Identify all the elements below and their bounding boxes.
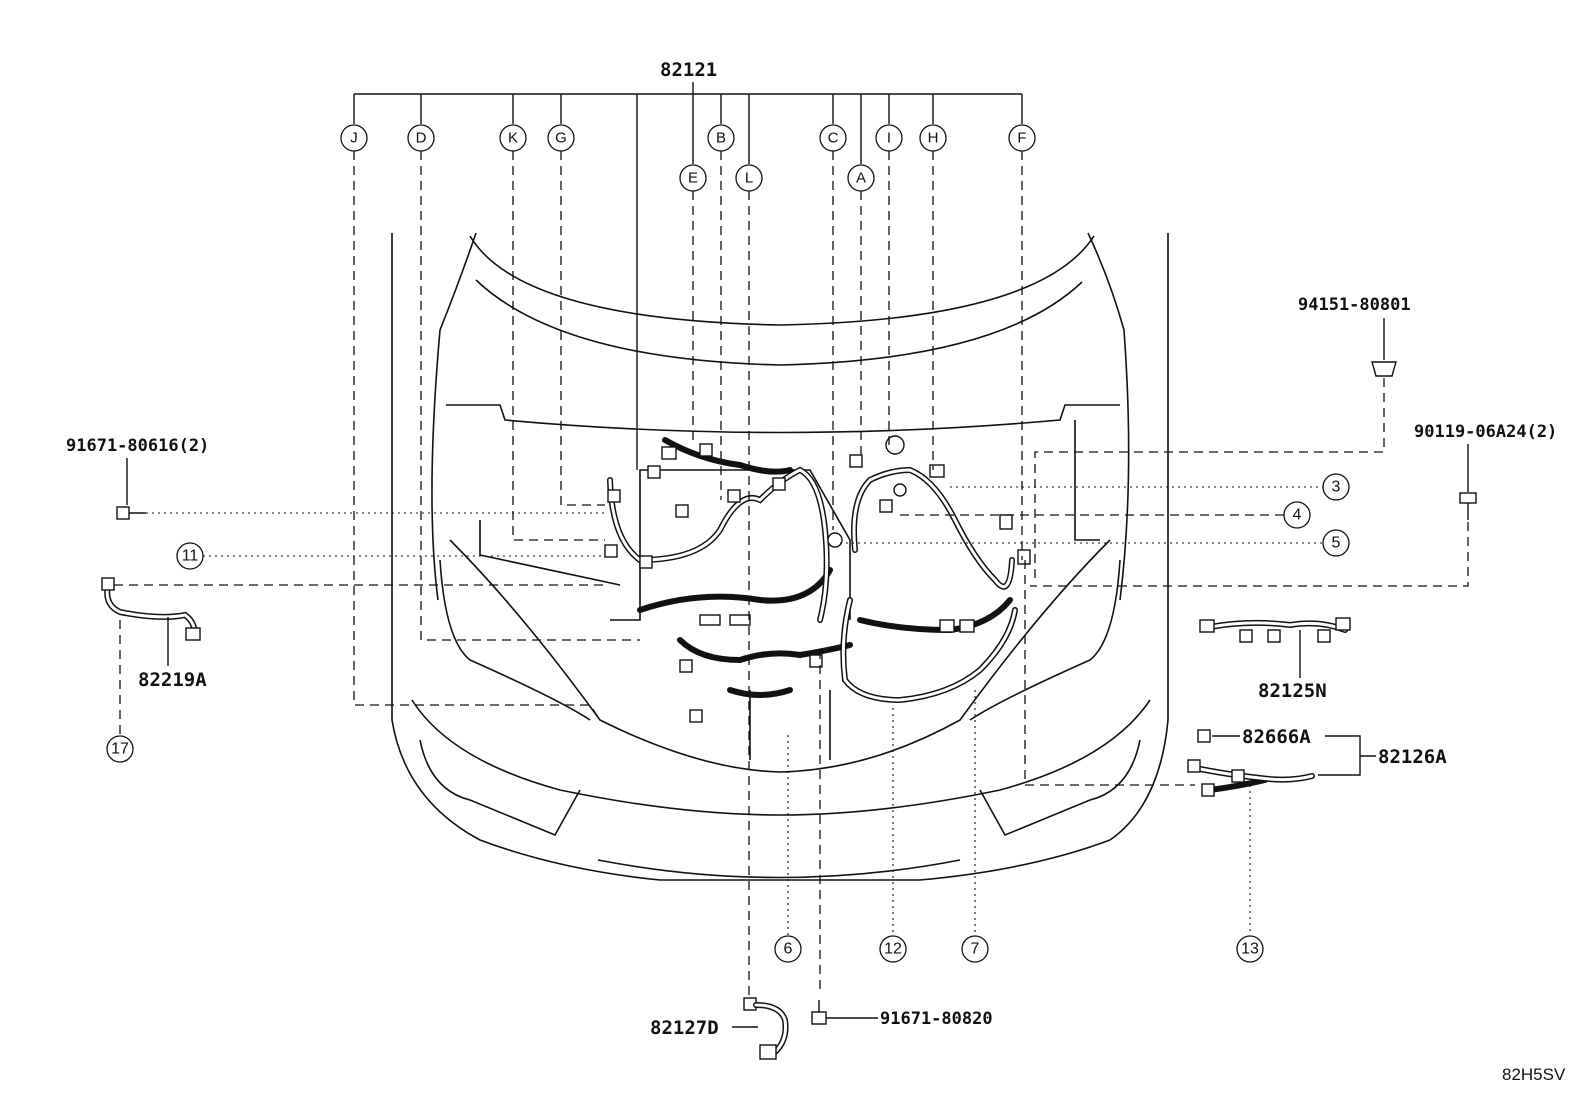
part-label-82127D: 82127D — [650, 1017, 719, 1039]
bolt-91671-80616: 91671-80616(2) — [66, 436, 605, 520]
svg-text:H: H — [928, 130, 939, 147]
sub-harness-82126A: 82666A 82126A 13 — [1024, 560, 1447, 963]
svg-text:7: 7 — [971, 941, 980, 958]
main-harness-bracket: 82121 — [353, 59, 1023, 470]
callout-3: 3 — [950, 473, 1350, 501]
part-label-82219A: 82219A — [138, 669, 207, 691]
callout-4: 4 — [900, 501, 1311, 529]
svg-text:5: 5 — [1332, 535, 1341, 552]
part-label-91671-80820: 91671-80820 — [880, 1009, 993, 1029]
callout-K: K — [499, 124, 527, 152]
svg-text:A: A — [856, 170, 866, 187]
branch-callouts: J D K G E B L C A I H F — [340, 124, 1036, 192]
part-label-82666A: 82666A — [1242, 726, 1311, 748]
callout-5: 5 — [840, 529, 1350, 557]
svg-text:12: 12 — [884, 941, 902, 958]
callout-L: L — [735, 164, 763, 192]
callout-H: H — [919, 124, 947, 152]
callout-12: 12 — [879, 708, 907, 963]
callout-11: 11 — [176, 542, 605, 570]
sub-harness-82219A: 82219A 17 — [101, 577, 605, 763]
part-label-82125N: 82125N — [1258, 680, 1327, 702]
bolt-91671-80820: 91671-80820 — [811, 650, 993, 1029]
branch-leaders — [353, 151, 1023, 1000]
svg-text:4: 4 — [1293, 507, 1302, 524]
svg-text:D: D — [416, 130, 427, 147]
callout-13: 13 — [1241, 941, 1259, 958]
svg-text:11: 11 — [182, 548, 199, 565]
sub-harness-82125N: 82125N — [1199, 617, 1351, 702]
callout-7: 7 — [961, 690, 989, 963]
svg-text:C: C — [828, 130, 839, 147]
svg-text:G: G — [555, 130, 567, 147]
reference-code: 82H5SV — [1502, 1065, 1566, 1084]
part-label-82121: 82121 — [660, 59, 717, 81]
callout-E: E — [679, 164, 707, 192]
callout-A: A — [847, 164, 875, 192]
svg-text:B: B — [716, 130, 726, 147]
callout-B: B — [707, 124, 735, 152]
svg-text:6: 6 — [784, 941, 793, 958]
callout-G: G — [547, 124, 575, 152]
svg-text:I: I — [887, 130, 891, 147]
callout-I: I — [875, 124, 903, 152]
callout-17: 17 — [111, 741, 129, 758]
callout-F: F — [1008, 124, 1036, 152]
svg-text:J: J — [350, 130, 358, 147]
svg-text:F: F — [1017, 130, 1026, 147]
svg-text:K: K — [508, 130, 518, 147]
engine-room-harness — [604, 435, 1031, 723]
callout-C: C — [819, 124, 847, 152]
svg-text:3: 3 — [1332, 479, 1341, 496]
part-label-90119-06A24: 90119-06A24(2) — [1414, 422, 1557, 442]
part-label-82126A: 82126A — [1378, 746, 1447, 768]
callout-J: J — [340, 124, 368, 152]
vehicle-body-outline — [391, 232, 1169, 881]
svg-text:E: E — [688, 170, 698, 187]
sub-harness-82127D: 82127D — [650, 997, 789, 1060]
svg-text:L: L — [745, 170, 753, 187]
part-label-94151-80801: 94151-80801 — [1298, 295, 1411, 315]
part-label-91671-80616: 91671-80616(2) — [66, 436, 209, 456]
callout-D: D — [407, 124, 435, 152]
clip-94151-80801: 94151-80801 — [1034, 295, 1411, 580]
callout-6: 6 — [774, 735, 802, 963]
bolt-90119-06A24: 90119-06A24(2) — [1030, 422, 1557, 587]
